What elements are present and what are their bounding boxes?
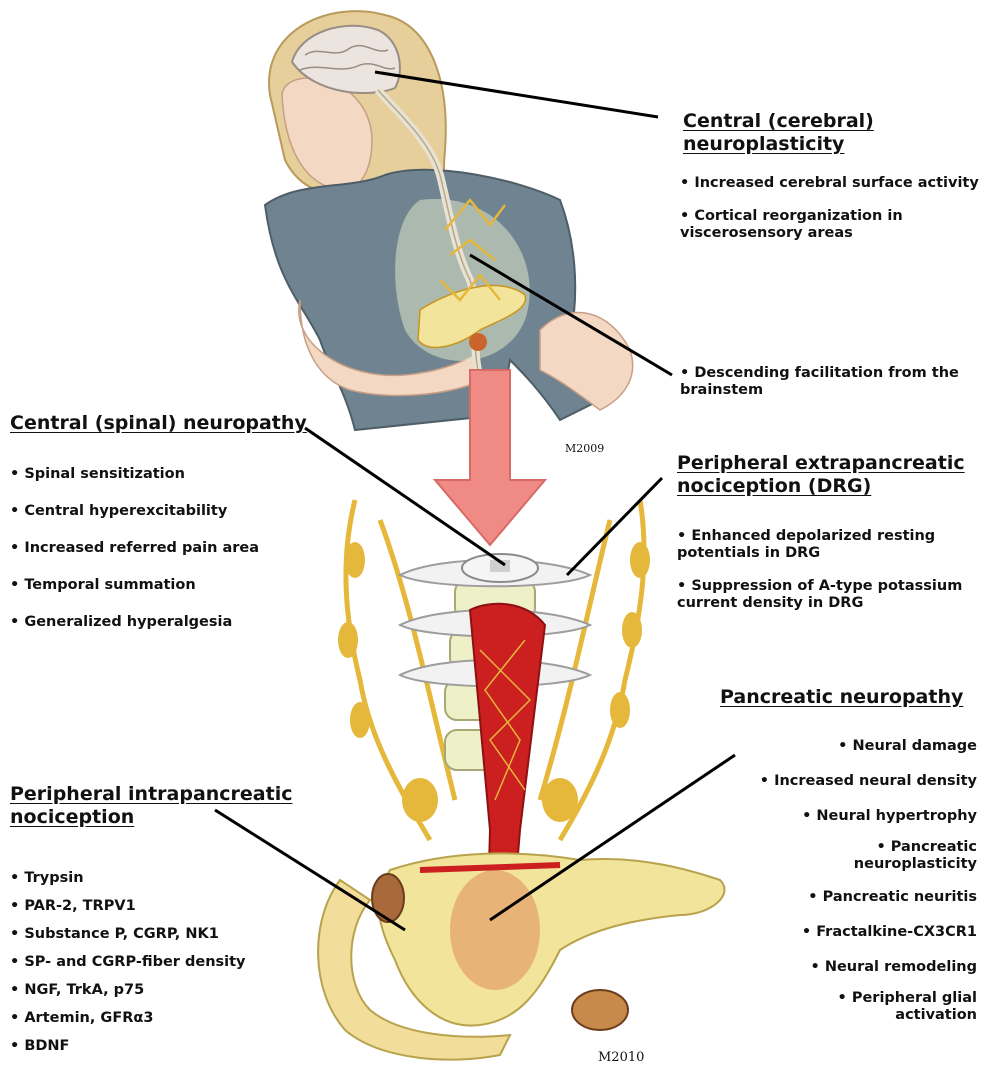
list-item: • Generalized hyperalgesia <box>10 614 330 631</box>
anatomy <box>318 500 724 1060</box>
central-spinal-list: • Spinal sensitization • Central hyperex… <box>10 466 330 631</box>
central-cerebral-title: Central (cerebral) neuroplasticity <box>683 110 874 156</box>
inflamed-zone <box>450 870 540 990</box>
peripheral-extra-list: • Enhanced depolarized resting potential… <box>677 528 989 612</box>
title-line-2: nociception <box>10 806 293 829</box>
list-item: • Artemin, GFRα3 <box>10 1010 330 1027</box>
list-item: • BDNF <box>10 1038 330 1055</box>
list-item: • Pancreatic neuroplasticity <box>735 839 977 873</box>
list-item: • Increased cerebral surface activity <box>680 175 980 192</box>
peripheral-intra-title: Peripheral intrapancreatic nociception <box>10 783 293 829</box>
title-line-2: neuroplasticity <box>683 133 874 156</box>
list-item: • Central hyperexcitability <box>10 503 330 520</box>
title-line-1: Peripheral extrapancreatic <box>677 452 965 475</box>
list-item: • NGF, TrkA, p75 <box>10 982 330 999</box>
title-line: Central (spinal) neuropathy <box>10 412 307 435</box>
list-item: • Suppression of A-type potassium curren… <box>677 578 989 612</box>
list-item: • Descending facilitation from the brain… <box>680 365 990 399</box>
central-spinal-title: Central (spinal) neuropathy <box>10 412 307 435</box>
list-item: • Neural damage <box>735 738 977 755</box>
list-item: • Enhanced depolarized resting potential… <box>677 528 989 562</box>
title-line: Pancreatic neuropathy <box>720 686 963 709</box>
list-item: • Substance P, CGRP, NK1 <box>10 926 330 943</box>
list-item: • Neural hypertrophy <box>735 808 977 825</box>
list-item: • Increased neural density <box>735 773 977 790</box>
pancreatic-neuropathy-title: Pancreatic neuropathy <box>720 686 963 709</box>
title-line-1: Central (cerebral) <box>683 110 874 133</box>
artist-signature-top: M2009 <box>565 442 604 455</box>
list-item: • Pancreatic neuritis <box>735 889 977 906</box>
list-item: • SP- and CGRP-fiber density <box>10 954 330 971</box>
central-cerebral-list: • Increased cerebral surface activity • … <box>680 175 980 242</box>
woman-figure <box>265 11 633 430</box>
list-item: • Increased referred pain area <box>10 540 330 557</box>
list-item: • PAR-2, TRPV1 <box>10 898 330 915</box>
list-item: • Fractalkine-CX3CR1 <box>735 924 977 941</box>
title-line-2: nociception (DRG) <box>677 475 965 498</box>
list-item: • Cortical reorganization in viscerosens… <box>680 208 980 242</box>
artist-signature-bottom: M2010 <box>598 1050 644 1065</box>
list-item: • Temporal summation <box>10 577 330 594</box>
pancreatic-neuropathy-list: • Neural damage • Increased neural densi… <box>735 738 977 1024</box>
list-item: • Neural remodeling <box>735 959 977 976</box>
list-item: • Trypsin <box>10 870 330 887</box>
descending-facilitation: • Descending facilitation from the brain… <box>680 365 990 399</box>
bowel-end-right <box>572 990 628 1030</box>
peripheral-intra-list: • Trypsin • PAR-2, TRPV1 • Substance P, … <box>10 870 330 1055</box>
list-item: • Spinal sensitization <box>10 466 330 483</box>
list-item: • Peripheral glial activation <box>735 990 977 1024</box>
title-line-1: Peripheral intrapancreatic <box>10 783 293 806</box>
bowel-end-left <box>372 874 404 922</box>
peripheral-extra-title: Peripheral extrapancreatic nociception (… <box>677 452 965 498</box>
